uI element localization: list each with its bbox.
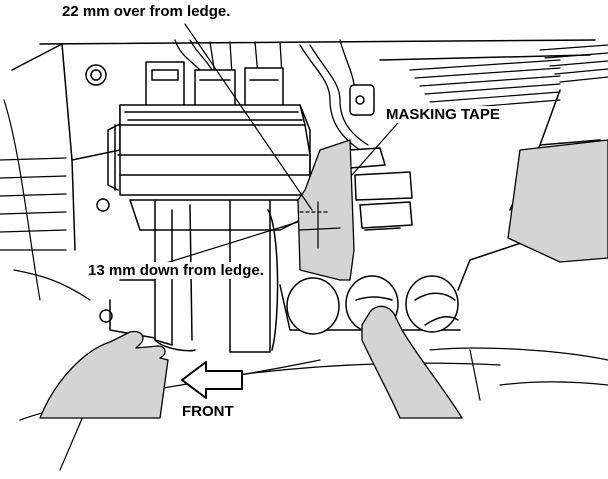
wiring-harness [174,39,369,151]
upper-right-vent [409,44,608,111]
right-glove [507,139,608,263]
tape-marks [299,201,341,249]
front-arrow [181,361,243,399]
label-masking-tape: MASKING TAPE [384,106,502,123]
ecu-module [107,104,311,196]
leader-down [149,221,299,269]
left-hand [39,330,169,419]
connectors [145,61,375,116]
label-front: FRONT [182,403,234,420]
dash-panel [11,39,601,251]
label-22mm-over: 22 mm over from ledge. [62,3,231,20]
left-vent [0,99,91,301]
masking-tape [297,139,355,281]
leader-lines [149,23,405,269]
label-13mm-down: 13 mm down from ledge. [86,262,266,279]
leader-masking [351,115,405,176]
right-components [349,147,413,231]
middle-hand [361,305,463,419]
leader-over [184,23,313,211]
